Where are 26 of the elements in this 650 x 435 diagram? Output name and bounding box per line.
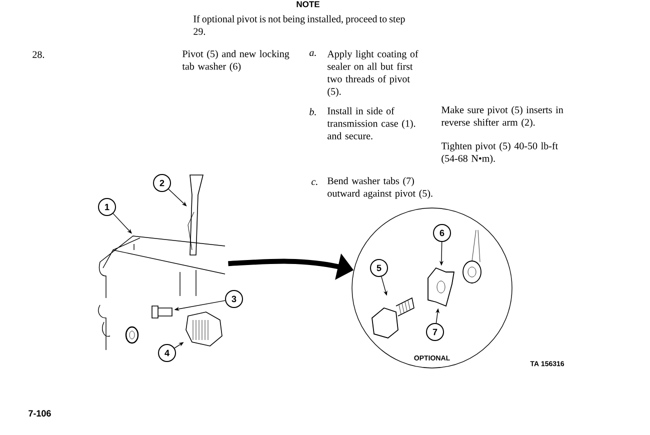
step-number: 28.: [32, 51, 44, 58]
note-text: If optional pivot is not being installed, proceed to step 29.: [194, 15, 405, 35]
gear-drawing: [186, 312, 222, 346]
substep-letter: a.: [310, 51, 316, 56]
instruction-text: Bend washer tabs (7) outward against pivot (5).: [327, 177, 432, 199]
callout-number: 7: [426, 323, 444, 341]
shifter-arm-drawing: [188, 174, 204, 256]
callout-number: 5: [370, 259, 388, 277]
pivot-drawing: [372, 297, 414, 338]
callout-number: 1: [98, 198, 116, 216]
bolt-drawing: [152, 306, 172, 318]
note-text: Tighten pivot (5) 40-50 lb-ft (54-68 N•m).: [441, 142, 558, 164]
instruction-text: Apply light coating of sealer on all but first two threads of pivot (5).: [327, 50, 418, 97]
instruction-text: Install in side of transmission case (1). and secure.: [327, 107, 416, 140]
page-number: 7-106: [28, 410, 51, 417]
note-text: Make sure pivot (5) inserts in reverse shifter arm (2).: [441, 106, 564, 128]
part-name: Pivot (5) and new locking tab washer (6): [182, 50, 290, 72]
substep-letter: c.: [312, 180, 318, 186]
transmission-case-drawing: [98, 236, 226, 298]
lock-washer-drawing: [428, 267, 455, 307]
callout-number: 2: [153, 174, 171, 192]
callout-number: 4: [158, 344, 176, 362]
substep-letter: b.: [310, 108, 316, 116]
callout-number: 6: [433, 224, 451, 242]
note-heading: NOTE: [296, 1, 320, 8]
callout-number: 3: [225, 290, 243, 308]
